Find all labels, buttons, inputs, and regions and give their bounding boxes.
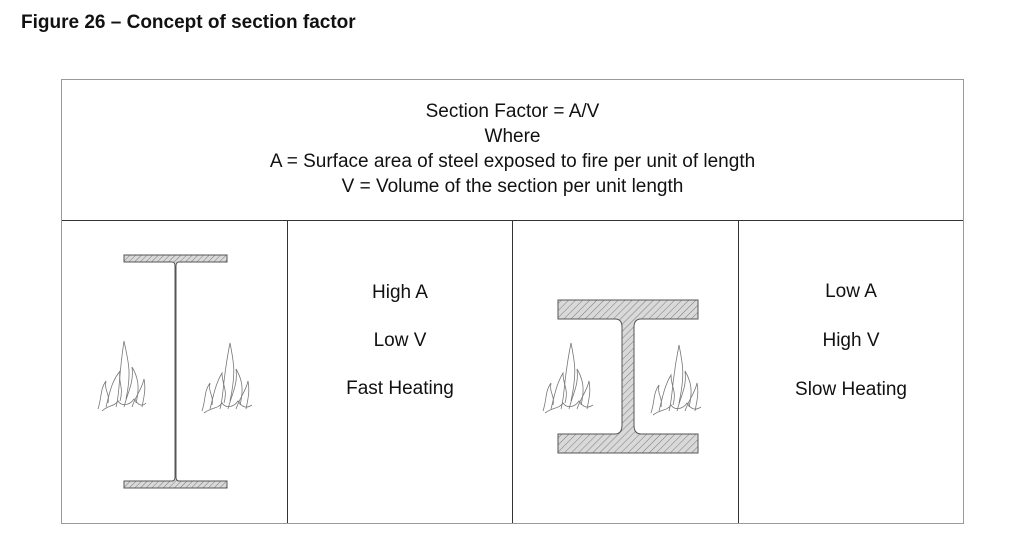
thick-i-beam-with-flames-icon	[542, 299, 702, 454]
high-v-text: High V	[822, 330, 880, 351]
low-a-text: Low A	[825, 281, 877, 302]
flame-icon	[201, 342, 253, 414]
v-definition-text: V = Volume of the section per unit lengt…	[341, 176, 684, 197]
section-factor-figure: Section Factor = A/V Where A = Surface a…	[61, 79, 964, 524]
slow-heating-text: Slow Heating	[795, 379, 907, 400]
thick-section-illustration	[513, 221, 738, 523]
where-text: Where	[484, 126, 541, 147]
flame-icon	[650, 344, 702, 416]
low-v-text: Low V	[373, 330, 427, 351]
thin-section-illustration	[62, 221, 287, 523]
formula-text: Section Factor = A/V	[425, 101, 600, 122]
flame-icon	[542, 342, 594, 414]
column-divider	[738, 221, 739, 523]
thin-i-beam-with-flames-icon	[97, 254, 253, 489]
flame-icon	[97, 340, 147, 412]
fast-heating-text: Fast Heating	[346, 378, 454, 399]
a-definition-text: A = Surface area of steel exposed to fir…	[269, 151, 756, 172]
high-a-text: High A	[372, 282, 428, 303]
definition-header: Section Factor = A/V Where A = Surface a…	[62, 80, 963, 221]
column-divider	[512, 221, 513, 523]
thick-section-properties: Low A High V Slow Heating	[739, 221, 963, 523]
column-divider	[287, 221, 288, 523]
figure-title: Figure 26 – Concept of section factor	[21, 12, 356, 33]
thin-section-properties: High A Low V Fast Heating	[288, 221, 512, 523]
